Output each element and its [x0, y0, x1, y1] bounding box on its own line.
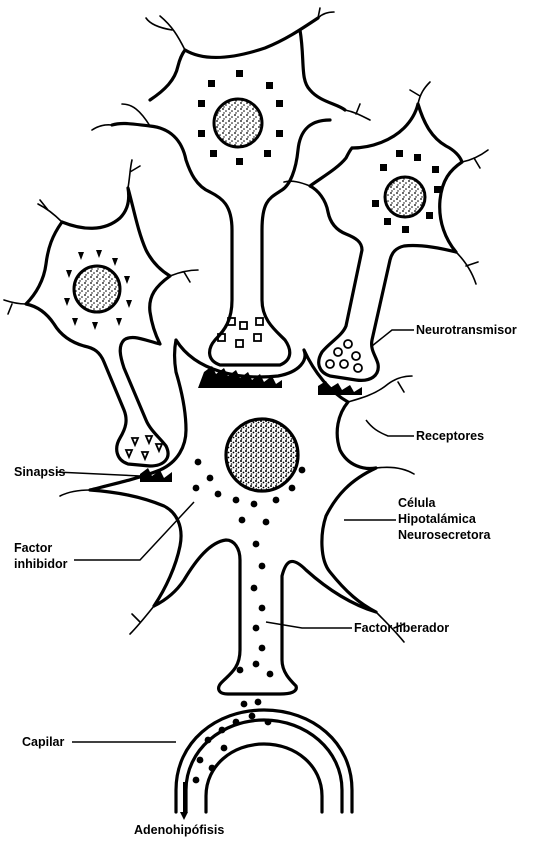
label-factor-inhibidor-line2: inhibidor — [14, 557, 68, 571]
left-neuron-nucleus — [74, 266, 120, 312]
label-celula-line1: Célula — [398, 496, 437, 510]
top-neuron-nucleus — [214, 99, 262, 147]
central-cell-nucleus — [226, 419, 298, 491]
neurosecretory-cell — [60, 340, 414, 783]
left-neuron-terminal-vesicles — [126, 436, 162, 459]
capillary — [176, 710, 352, 820]
label-factor-liberador: Factor liberador — [354, 621, 449, 635]
labels: Neurotransmisor Receptores Sinapsis Célu… — [14, 323, 517, 837]
label-celula-line3: Neurosecretora — [398, 528, 491, 542]
label-factor-inhibidor-line1: Factor — [14, 541, 52, 555]
label-sinapsis: Sinapsis — [14, 465, 65, 479]
right-neuron-terminal-vesicles — [326, 340, 362, 372]
right-neuron-nucleus — [385, 177, 425, 217]
label-capilar: Capilar — [22, 735, 65, 749]
top-neuron — [92, 8, 370, 365]
left-neuron — [4, 160, 198, 466]
label-neurotransmisor: Neurotransmisor — [416, 323, 517, 337]
label-adenohipofisis: Adenohipófisis — [134, 823, 224, 837]
label-receptores: Receptores — [416, 429, 484, 443]
label-celula-line2: Hipotalámica — [398, 512, 477, 526]
release-granules — [193, 459, 306, 678]
top-neuron-terminal-vesicles — [218, 318, 263, 347]
